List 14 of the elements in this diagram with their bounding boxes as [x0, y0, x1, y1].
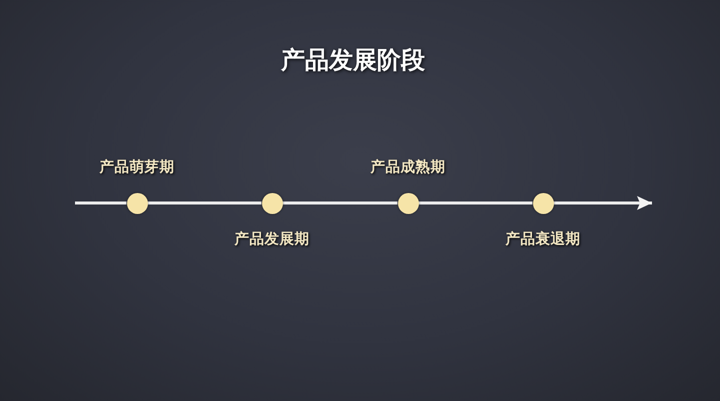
stage-label: 产品发展期: [234, 232, 310, 248]
milestone-dot-icon: [532, 192, 554, 214]
connector-line: [418, 202, 532, 204]
stage-label: 产品萌芽期: [100, 160, 174, 176]
milestone-dot-icon: [126, 192, 148, 214]
connector-line: [75, 202, 126, 204]
arrow: [554, 196, 652, 210]
title: 产品发展阶段: [281, 47, 425, 75]
milestone-dot-icon: [262, 192, 282, 214]
stage-label: 产品衰退期: [506, 232, 580, 248]
milestone-dot-icon: [398, 192, 418, 214]
connector-line: [148, 202, 262, 204]
connector-line: [282, 202, 398, 204]
stage-label: 产品成熟期: [370, 160, 446, 176]
